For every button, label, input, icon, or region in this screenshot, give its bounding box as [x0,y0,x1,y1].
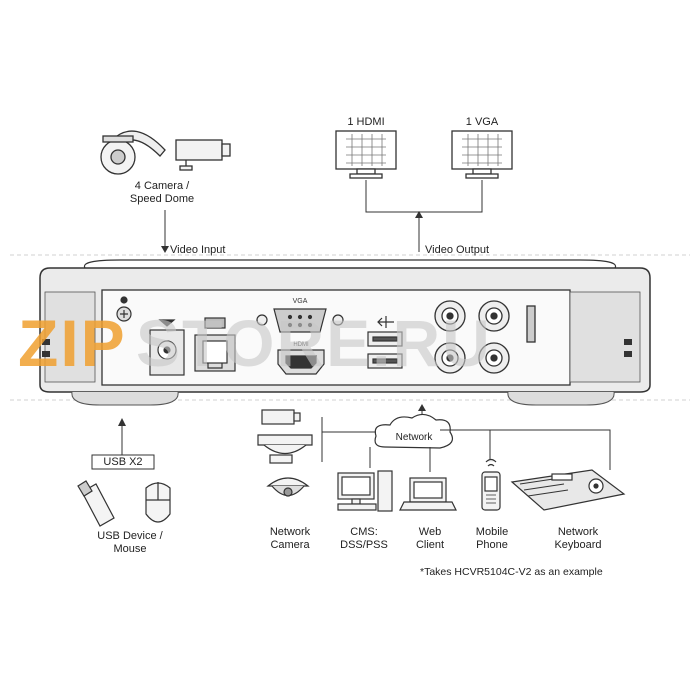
usb-stick-icon [77,480,115,527]
camera-label-line2: Speed Dome [129,193,195,205]
device-label-line1: CMS: [350,526,378,538]
device-label-mobile-phone: Mobile Phone [460,526,524,552]
mouse-icon [145,482,171,523]
usb-device-label: USB Device / Mouse [80,530,180,556]
hdmi-port [277,349,325,375]
laptop-icon [399,477,457,511]
usb-box [91,454,155,470]
cms-pc-icon [337,470,393,512]
vga-monitor-icon [451,130,513,179]
device-label-line1: Web [418,526,442,538]
network-camera-icon [257,409,313,497]
hdmi-port-label: HDMI [293,342,309,348]
device-label-line2: Camera [270,539,310,551]
device-label-line2: Keyboard [554,539,602,551]
device-label-line1: Mobile [475,526,509,538]
mobile-phone-icon [481,458,501,511]
device-label-cms: CMS: DSS/PSS [332,526,396,552]
footnote: *Takes HCVR5104C-V2 as an example [420,566,603,578]
network-cloud-icon [374,413,453,449]
watermark-store: STORE.RU [136,306,492,380]
hdmi-monitor-icon [335,130,397,179]
ethernet-port [194,317,236,372]
bullet-camera-icon [175,139,231,171]
device-label-network-keyboard: Network Keyboard [540,526,616,552]
device-label-line1: Network [269,526,311,538]
device-label-line2: Phone [476,539,508,551]
vga-port [256,308,344,333]
hdmi-monitor-label: 1 HDMI [347,116,385,128]
bnc-video-inputs [434,300,536,374]
speed-dome-icon [100,130,166,175]
device-label-network-camera: Network Camera [258,526,322,552]
watermark-zip: ZIP [18,306,127,380]
video-output-label: Video Output [425,244,490,256]
usb-box-label: USB X2 [103,456,143,468]
ground-screw-icon [116,296,132,322]
network-cloud-label: Network [395,432,433,443]
device-label-web-client: Web Client [398,526,462,552]
usb-ports [367,316,403,369]
usb-device-line2: Mouse [113,543,147,555]
network-keyboard-icon [510,469,626,511]
vga-port-label: VGA [293,298,308,305]
device-label-line2: DSS/PSS [340,539,388,551]
camera-label-line1: 4 Camera / [134,180,190,192]
device-label-line2: Client [415,539,445,551]
usb-device-line1: USB Device / [97,530,163,542]
camera-label: 4 Camera / Speed Dome [112,180,212,206]
vga-monitor-label: 1 VGA [465,116,499,128]
power-port [149,319,185,376]
video-input-label: Video Input [170,244,226,256]
device-label-line1: Network [557,526,599,538]
